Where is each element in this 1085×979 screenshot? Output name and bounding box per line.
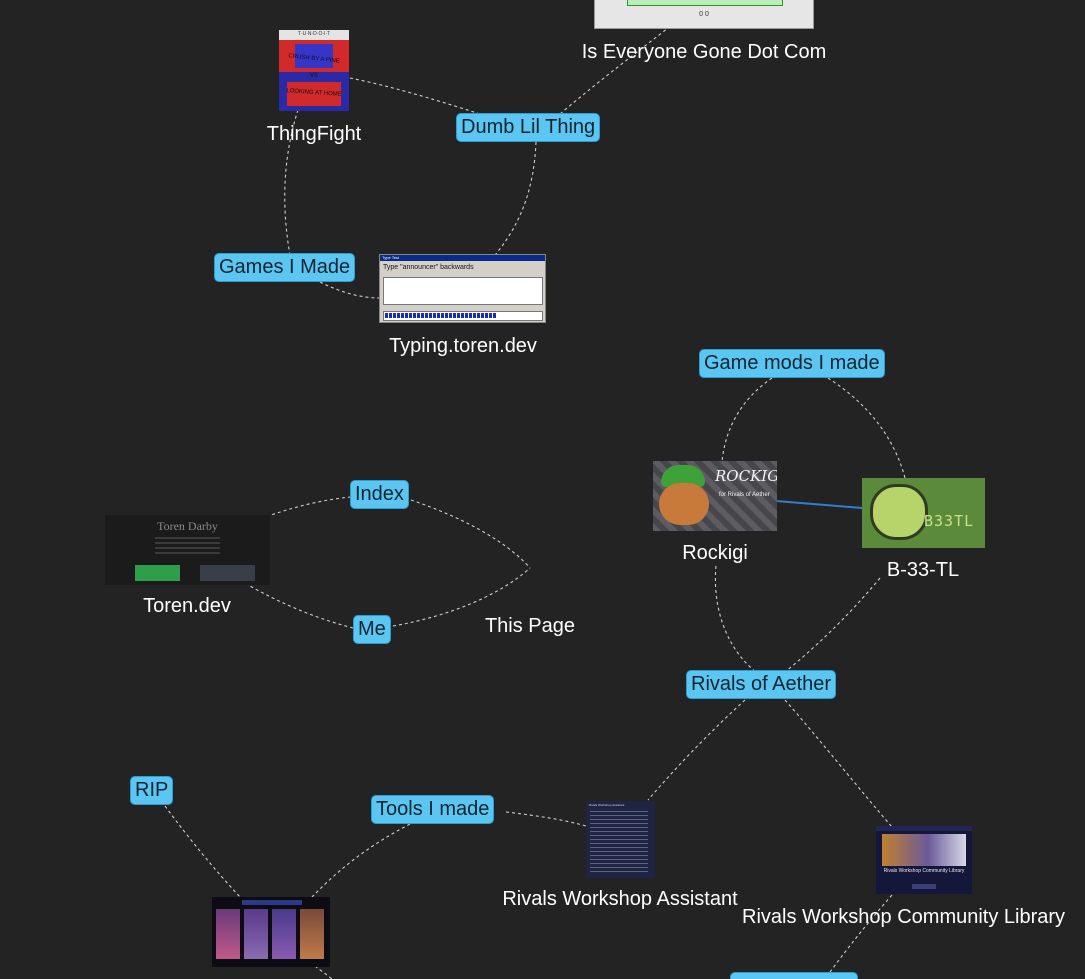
thumbnail-red-block-2	[287, 82, 341, 106]
thumbnail-banner	[882, 834, 966, 866]
thumbnail-header	[279, 30, 349, 40]
thumbnail-name: Toren Darby	[157, 519, 218, 533]
thumbnail-card-2	[244, 909, 268, 959]
tag-rivals-of-aether[interactable]: Rivals of Aether	[686, 670, 837, 699]
label-rockigi[interactable]: Rockigi	[682, 542, 748, 564]
label-this-page[interactable]: This Page	[484, 615, 576, 637]
thumbnail-caption: 0 0	[699, 11, 709, 18]
edge-tools-workshop-assistant	[505, 811, 587, 827]
edge-games-i-made-typing	[319, 281, 381, 299]
thumbnail-titlebar-text: Type Test	[382, 255, 400, 260]
edge-me-toren	[249, 585, 354, 629]
thumbnail-header-text: T·U·N·D·O·I·T	[297, 31, 331, 37]
tag-index[interactable]: Index	[350, 480, 409, 509]
edge-dumb-lil-thing-typing	[494, 141, 537, 256]
label-is-everyone-gone[interactable]: Is Everyone Gone Dot Com	[581, 41, 827, 63]
tag-me[interactable]: Me	[353, 615, 391, 644]
thumbnail-b33tl[interactable]: B33TL	[862, 478, 985, 548]
edge-rivals-workshop-assistant	[647, 699, 746, 801]
tag-rip[interactable]: RIP	[130, 776, 174, 805]
label-toren-dev[interactable]: Toren.dev	[143, 595, 231, 617]
thumbnail-card-1	[216, 909, 240, 959]
thumbnail-dark-button	[200, 565, 255, 581]
tag-game-mods-i-made[interactable]: Game mods I made	[699, 349, 885, 378]
tag-tools-i-made[interactable]: Tools I made	[371, 795, 495, 824]
label-rivals-community-library[interactable]: Rivals Workshop Community Library	[742, 906, 1066, 928]
thumbnail-thingfight[interactable]: T·U·N·D·O·I·T CRUSH BY A PINE VS LOOKING…	[279, 30, 349, 111]
edge-index-toren	[270, 496, 352, 516]
edge-community-library-bottom	[829, 894, 893, 973]
thumbnail-tab-strip	[242, 900, 302, 905]
edge-b33tl-rivals	[784, 577, 881, 673]
edge-thingfight-dumb-lil-thing	[349, 77, 481, 115]
thumbnail-rivals-community-library[interactable]: Rivals Workshop Community Library	[876, 826, 972, 894]
thumbnail-card-3	[272, 909, 296, 959]
thumbnail-input-box	[383, 277, 543, 305]
thumbnail-rockigi[interactable]: ROCKIGI for Rivals of Aether	[653, 461, 777, 531]
thumbnail-is-everyone-gone[interactable]: 0 0	[594, 0, 814, 29]
thumbnail-subtitle: for Rivals of Aether	[719, 492, 770, 498]
thumbnail-toren-dev[interactable]: Toren Darby	[105, 515, 270, 585]
thumbnail-progress-fill	[385, 313, 497, 318]
thumbnail-beetle-body	[870, 484, 928, 540]
thumbnail-typing[interactable]: Type Test Type "announcer" backwards	[379, 254, 546, 323]
edge-rockigi-rivals	[714, 565, 757, 673]
tag-partial-bottom[interactable]	[730, 972, 858, 979]
thumbnail-titlebar	[380, 255, 545, 261]
thumbnail-text-lines	[155, 537, 220, 557]
edge-game-mods-b33tl	[827, 377, 906, 479]
thumbnail-card-4	[300, 909, 324, 959]
thumbnail-character-hat	[661, 465, 705, 487]
edge-rockigi-b33tl-highlight	[775, 500, 863, 509]
edge-rip-cards	[164, 805, 241, 898]
label-thingfight[interactable]: ThingFight	[266, 123, 362, 145]
thumbnail-title: Rivals Workshop Community Library	[883, 868, 965, 874]
thumbnail-green-button	[135, 565, 180, 581]
thumbnail-title: ROCKIGI	[715, 467, 777, 485]
thumbnail-text: B33TL	[924, 512, 975, 530]
label-rivals-workshop-assistant[interactable]: Rivals Workshop Assistant	[502, 888, 738, 910]
label-typing[interactable]: Typing.toren.dev	[389, 335, 537, 357]
edge-rivals-community-library	[784, 699, 893, 828]
tag-games-i-made[interactable]: Games I Made	[214, 253, 356, 282]
edge-index-this-page	[410, 499, 531, 569]
edge-me-this-page	[392, 567, 531, 627]
thumbnail-title: Rivals Workshop Assistant	[589, 803, 625, 807]
thumbnail-rivals-workshop-assistant[interactable]: Rivals Workshop Assistant	[586, 801, 655, 878]
edge-game-mods-rockigi	[721, 377, 773, 463]
thumbnail-prompt: Type "announcer" backwards	[383, 264, 474, 271]
thumbnail-green-box	[627, 0, 783, 6]
thumbnail-card-game[interactable]	[212, 897, 330, 967]
thumbnail-vs: VS	[309, 73, 318, 79]
thumbnail-topbar	[876, 826, 972, 831]
tag-dumb-lil-thing[interactable]: Dumb Lil Thing	[456, 113, 601, 142]
thumbnail-button	[912, 884, 936, 889]
thumbnail-character-body	[659, 483, 709, 525]
thumbnail-text-lines	[590, 811, 648, 873]
edge-tools-cards	[311, 823, 411, 898]
thumbnail-blue-block	[295, 44, 333, 68]
label-b33tl[interactable]: B-33-TL	[886, 559, 960, 581]
edge-cards-bottom	[314, 965, 333, 979]
